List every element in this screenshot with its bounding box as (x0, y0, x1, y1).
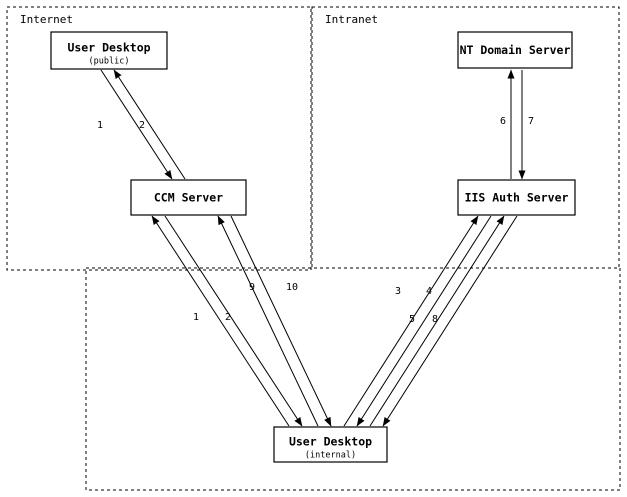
node-box-user-desktop-internal[interactable] (273, 426, 388, 463)
flow-e8-iis-to-internal (382, 215, 518, 427)
flow-e1-public-to-ccm (100, 69, 173, 180)
flow-e2b-ccm-to-internal (164, 215, 303, 427)
node-nt-domain-server[interactable]: NT Domain Server (457, 31, 573, 69)
flow-label-e9-internal-to-ccm: 9 (249, 282, 255, 293)
flow-label-e5-internal-to-iis: 5 (409, 314, 415, 325)
zone-internet: Internet (6, 6, 312, 271)
flow-e10-ccm-to-internal (230, 215, 332, 427)
node-box-ccm-server[interactable] (130, 179, 247, 216)
node-sublabel-user-desktop-internal: (internal) (305, 451, 356, 461)
zone-label-intranet: Intranet (325, 13, 378, 26)
flow-label-e1-public-to-ccm: 1 (97, 120, 103, 131)
node-user-desktop-internal[interactable]: User Desktop (internal) (273, 426, 388, 463)
zone-boundary-internal-lan (85, 267, 621, 491)
edge-labels-layer: 1 2 6 7 1 2 9 10 3 4 5 8 (97, 116, 534, 325)
flow-e4-iis-to-internal (356, 215, 492, 427)
nodes-layer: User Desktop (public) CCM Server NT Domain … (50, 31, 576, 463)
node-user-desktop-public[interactable]: User Desktop (public) (50, 31, 168, 70)
node-iis-auth-server[interactable]: IIS Auth Server (457, 179, 576, 216)
flow-label-e7-nt-to-iis: 7 (528, 116, 534, 127)
node-label-ccm-server: CCM Server (154, 191, 223, 205)
node-ccm-server[interactable]: CCM Server (130, 179, 247, 216)
flow-label-e10-ccm-to-internal: 10 (286, 282, 298, 293)
zone-label-internet: Internet (20, 13, 73, 26)
node-box-iis-auth-server[interactable] (457, 179, 576, 216)
zones-layer: Internet Intranet (6, 6, 621, 491)
node-box-nt-domain-server[interactable] (457, 31, 573, 69)
flow-label-e6-iis-to-nt: 6 (500, 116, 506, 127)
flow-e9-internal-to-ccm (217, 215, 319, 427)
flow-e5-internal-to-iis (369, 215, 505, 427)
flow-label-e3-internal-to-iis: 3 (395, 286, 401, 297)
flow-label-e2-ccm-to-public: 2 (139, 120, 145, 131)
flow-e2-ccm-to-public (113, 69, 186, 180)
flow-label-e1b-internal-to-ccm: 1 (193, 312, 199, 323)
node-box-user-desktop-public[interactable] (50, 31, 168, 70)
node-label-user-desktop-public: User Desktop (67, 41, 150, 55)
flow-e1b-internal-to-ccm (151, 215, 290, 427)
flow-label-e4-iis-to-internal: 4 (426, 286, 432, 297)
node-label-user-desktop-internal: User Desktop (289, 435, 372, 449)
node-label-nt-domain-server: NT Domain Server (460, 43, 571, 57)
zone-boundary-internet (6, 6, 312, 271)
zone-internal-lan (85, 267, 621, 491)
flow-e3-internal-to-iis (343, 215, 479, 427)
edges-layer (100, 69, 526, 427)
node-label-iis-auth-server: IIS Auth Server (465, 191, 569, 205)
flow-label-e2b-ccm-to-internal: 2 (225, 312, 231, 323)
flow-label-e8-iis-to-internal: 8 (432, 314, 438, 325)
node-sublabel-user-desktop-public: (public) (89, 57, 130, 67)
